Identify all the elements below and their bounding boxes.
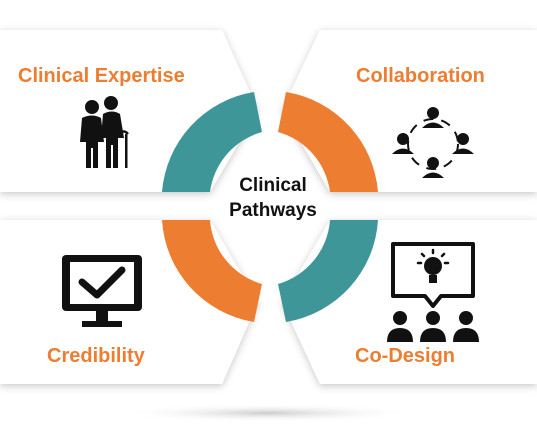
label-co-design: Co-Design [355,345,455,367]
elderly-couple-icon [80,96,129,168]
center-title-line1: Clinical [239,175,307,196]
center-title-line2: Pathways [229,200,317,221]
floor-shadow [118,404,418,422]
label-credibility: Credibility [47,345,145,367]
ring-teal-bottom-right [278,220,378,322]
team-network-icon [392,107,474,178]
label-clinical-expertise: Clinical Expertise [18,65,185,87]
ring-orange-bottom-left [162,220,262,322]
ring-teal-top-left [162,92,262,192]
monitor-checkmark-icon [62,255,142,327]
label-collaboration: Collaboration [356,65,485,87]
idea-group-icon [387,242,479,342]
ring-visible [162,92,378,322]
center-title: Clinical Pathways [188,173,358,223]
ring-orange-top-right [278,92,378,192]
